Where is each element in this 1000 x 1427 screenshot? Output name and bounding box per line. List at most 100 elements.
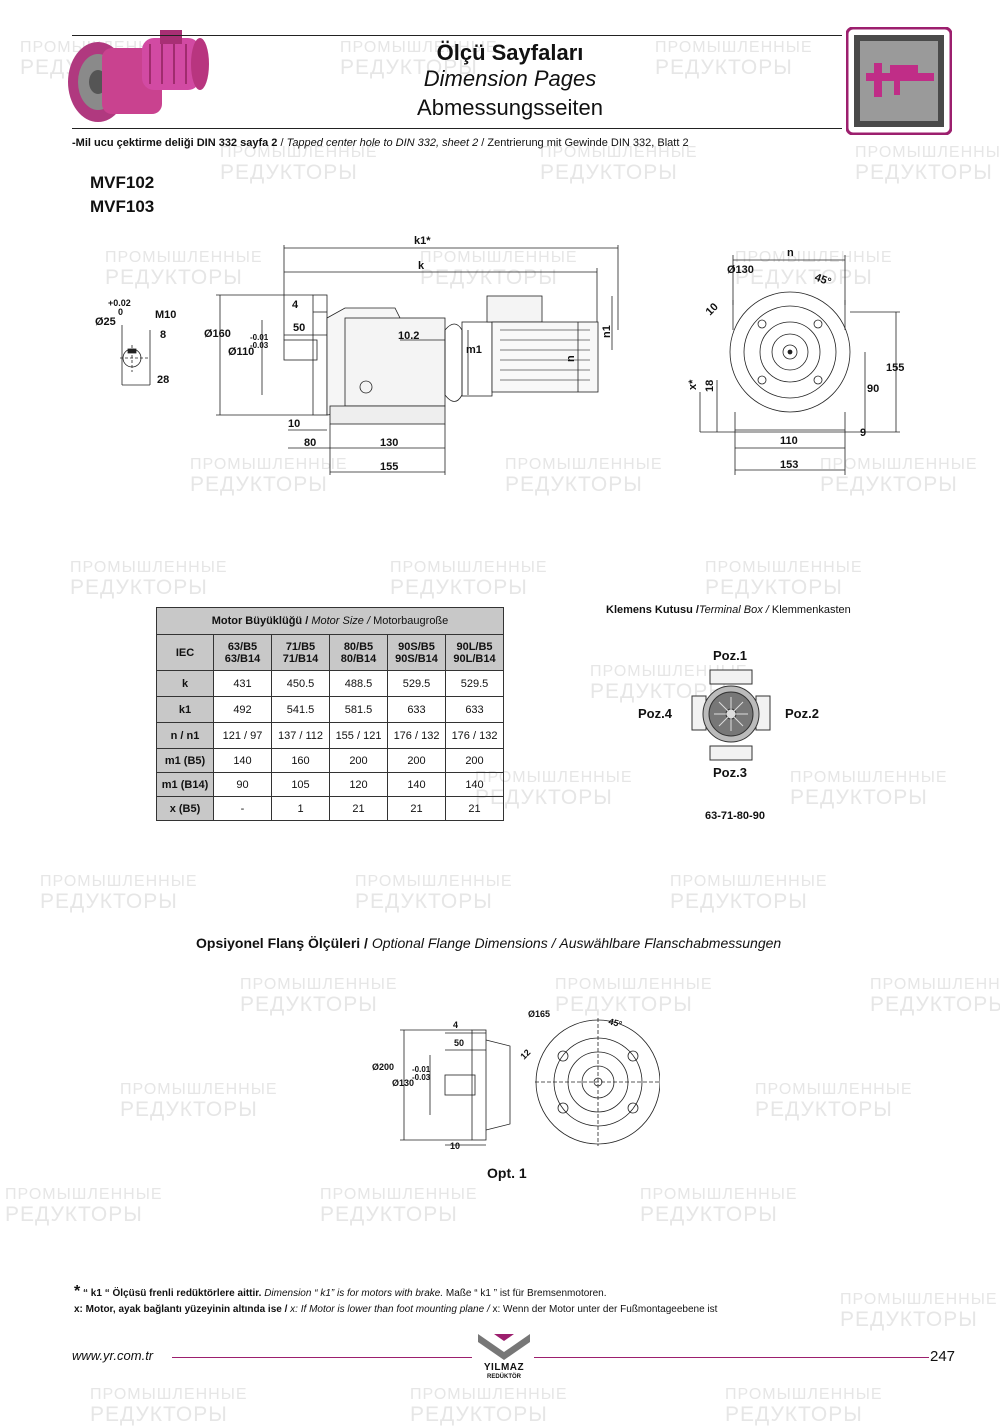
table-cell: 529.5	[445, 670, 504, 697]
table-cell: 176 / 132	[445, 722, 504, 749]
footer-rule-right	[534, 1357, 929, 1358]
side-dim-90: 90	[867, 383, 879, 395]
page-number: 247	[930, 1348, 956, 1365]
optional-flange-title: Opsiyonel Flanş Ölçüleri / Optional Flan…	[196, 935, 782, 951]
table-cell: 21	[387, 796, 446, 821]
row-label: k	[156, 670, 214, 697]
table-title: Motor Büyüklüğü / Motor Size / Motorbaug…	[156, 607, 504, 635]
dim-n1: n1	[601, 325, 613, 338]
header-rule-bottom	[72, 128, 842, 129]
table-row: m1 (B5) 140 160 200 200 200	[156, 748, 504, 773]
table-row: x (B5) - 1 21 21 21	[156, 796, 504, 821]
dim-key: 8	[160, 329, 166, 341]
table-cell: 21	[445, 796, 504, 821]
table-cell: 200	[329, 748, 388, 773]
dim-50: 50	[293, 322, 305, 334]
header-note: -Mil ucu çektirme deliği DIN 332 sayfa 2…	[72, 137, 689, 149]
dim-10-2: 10.2	[398, 330, 419, 342]
table-cell: 160	[271, 748, 330, 773]
side-dim-n: n	[787, 247, 794, 259]
table-cell: 431	[213, 670, 272, 697]
dim-shaft-d: Ø25	[95, 316, 116, 328]
side-dim-bolt-circle: Ø130	[727, 264, 754, 276]
row-label: m1 (B14)	[156, 772, 214, 797]
terminal-pos-2: Poz.2	[785, 706, 819, 721]
table-cell: 140	[387, 772, 446, 797]
brand-name: YILMAZ	[483, 1362, 525, 1373]
table-cell: 633	[387, 696, 446, 723]
table-cell: -	[213, 796, 272, 821]
table-cell: 137 / 112	[271, 722, 330, 749]
dim-80: 80	[304, 437, 316, 449]
row-label: x (B5)	[156, 796, 214, 821]
side-dim-110: 110	[780, 435, 798, 447]
side-dim-10: 10	[704, 301, 721, 318]
terminal-box-title: Klemens Kutusu /Terminal Box / Klemmenka…	[606, 604, 851, 616]
table-cell: 633	[445, 696, 504, 723]
table-row: m1 (B14) 90 105 120 140 140	[156, 772, 504, 797]
dim-k: k	[418, 260, 425, 272]
flange-dim-12: 12	[518, 1047, 532, 1061]
terminal-pos-4: Poz.4	[638, 706, 672, 721]
dim-4: 4	[292, 299, 299, 311]
dim-pilot-tol-top: -0.01	[250, 333, 269, 342]
dim-pilot-tol-bottom: -0.03	[250, 341, 269, 350]
table-cell: 176 / 132	[387, 722, 446, 749]
flange-dim-4: 4	[453, 1020, 458, 1030]
footer-rule-left	[172, 1357, 472, 1358]
table-cell: 529.5	[387, 670, 446, 697]
dim-shaft-tol-bottom: 0	[118, 307, 123, 317]
gear-motor-photo	[68, 30, 209, 122]
terminal-pos-3: Poz.3	[713, 765, 747, 780]
caliper-icon	[846, 27, 952, 135]
dim-m1: m1	[466, 344, 482, 356]
dim-10: 10	[288, 418, 300, 430]
table-row: k1 492 541.5 581.5 633 633	[156, 696, 504, 723]
table-cell: 140	[213, 748, 272, 773]
dim-155: 155	[380, 461, 398, 473]
side-dim-155: 155	[886, 362, 904, 374]
terminal-box-sizes: 63-71-80-90	[705, 810, 765, 822]
optional-flange-caption: Opt. 1	[487, 1165, 527, 1181]
table-cell: 105	[271, 772, 330, 797]
row-label: n / n1	[156, 722, 214, 749]
flange-dim-d200: Ø200	[372, 1062, 394, 1072]
table-header-iec: IEC	[156, 634, 214, 671]
flange-dim-50: 50	[454, 1038, 464, 1048]
dim-n: n	[565, 355, 577, 362]
page-title-en: Dimension Pages	[423, 66, 597, 91]
table-cell: 120	[329, 772, 388, 797]
dim-flange-d: Ø160	[204, 328, 231, 340]
terminal-pos-1: Poz.1	[713, 648, 747, 663]
brand-logo	[478, 1334, 530, 1360]
table-cell: 21	[329, 796, 388, 821]
table-cell: 492	[213, 696, 272, 723]
dim-shaft-h: 28	[157, 374, 169, 386]
table-cell: 140	[445, 772, 504, 797]
website-link[interactable]: www.yr.com.tr	[72, 1348, 154, 1363]
